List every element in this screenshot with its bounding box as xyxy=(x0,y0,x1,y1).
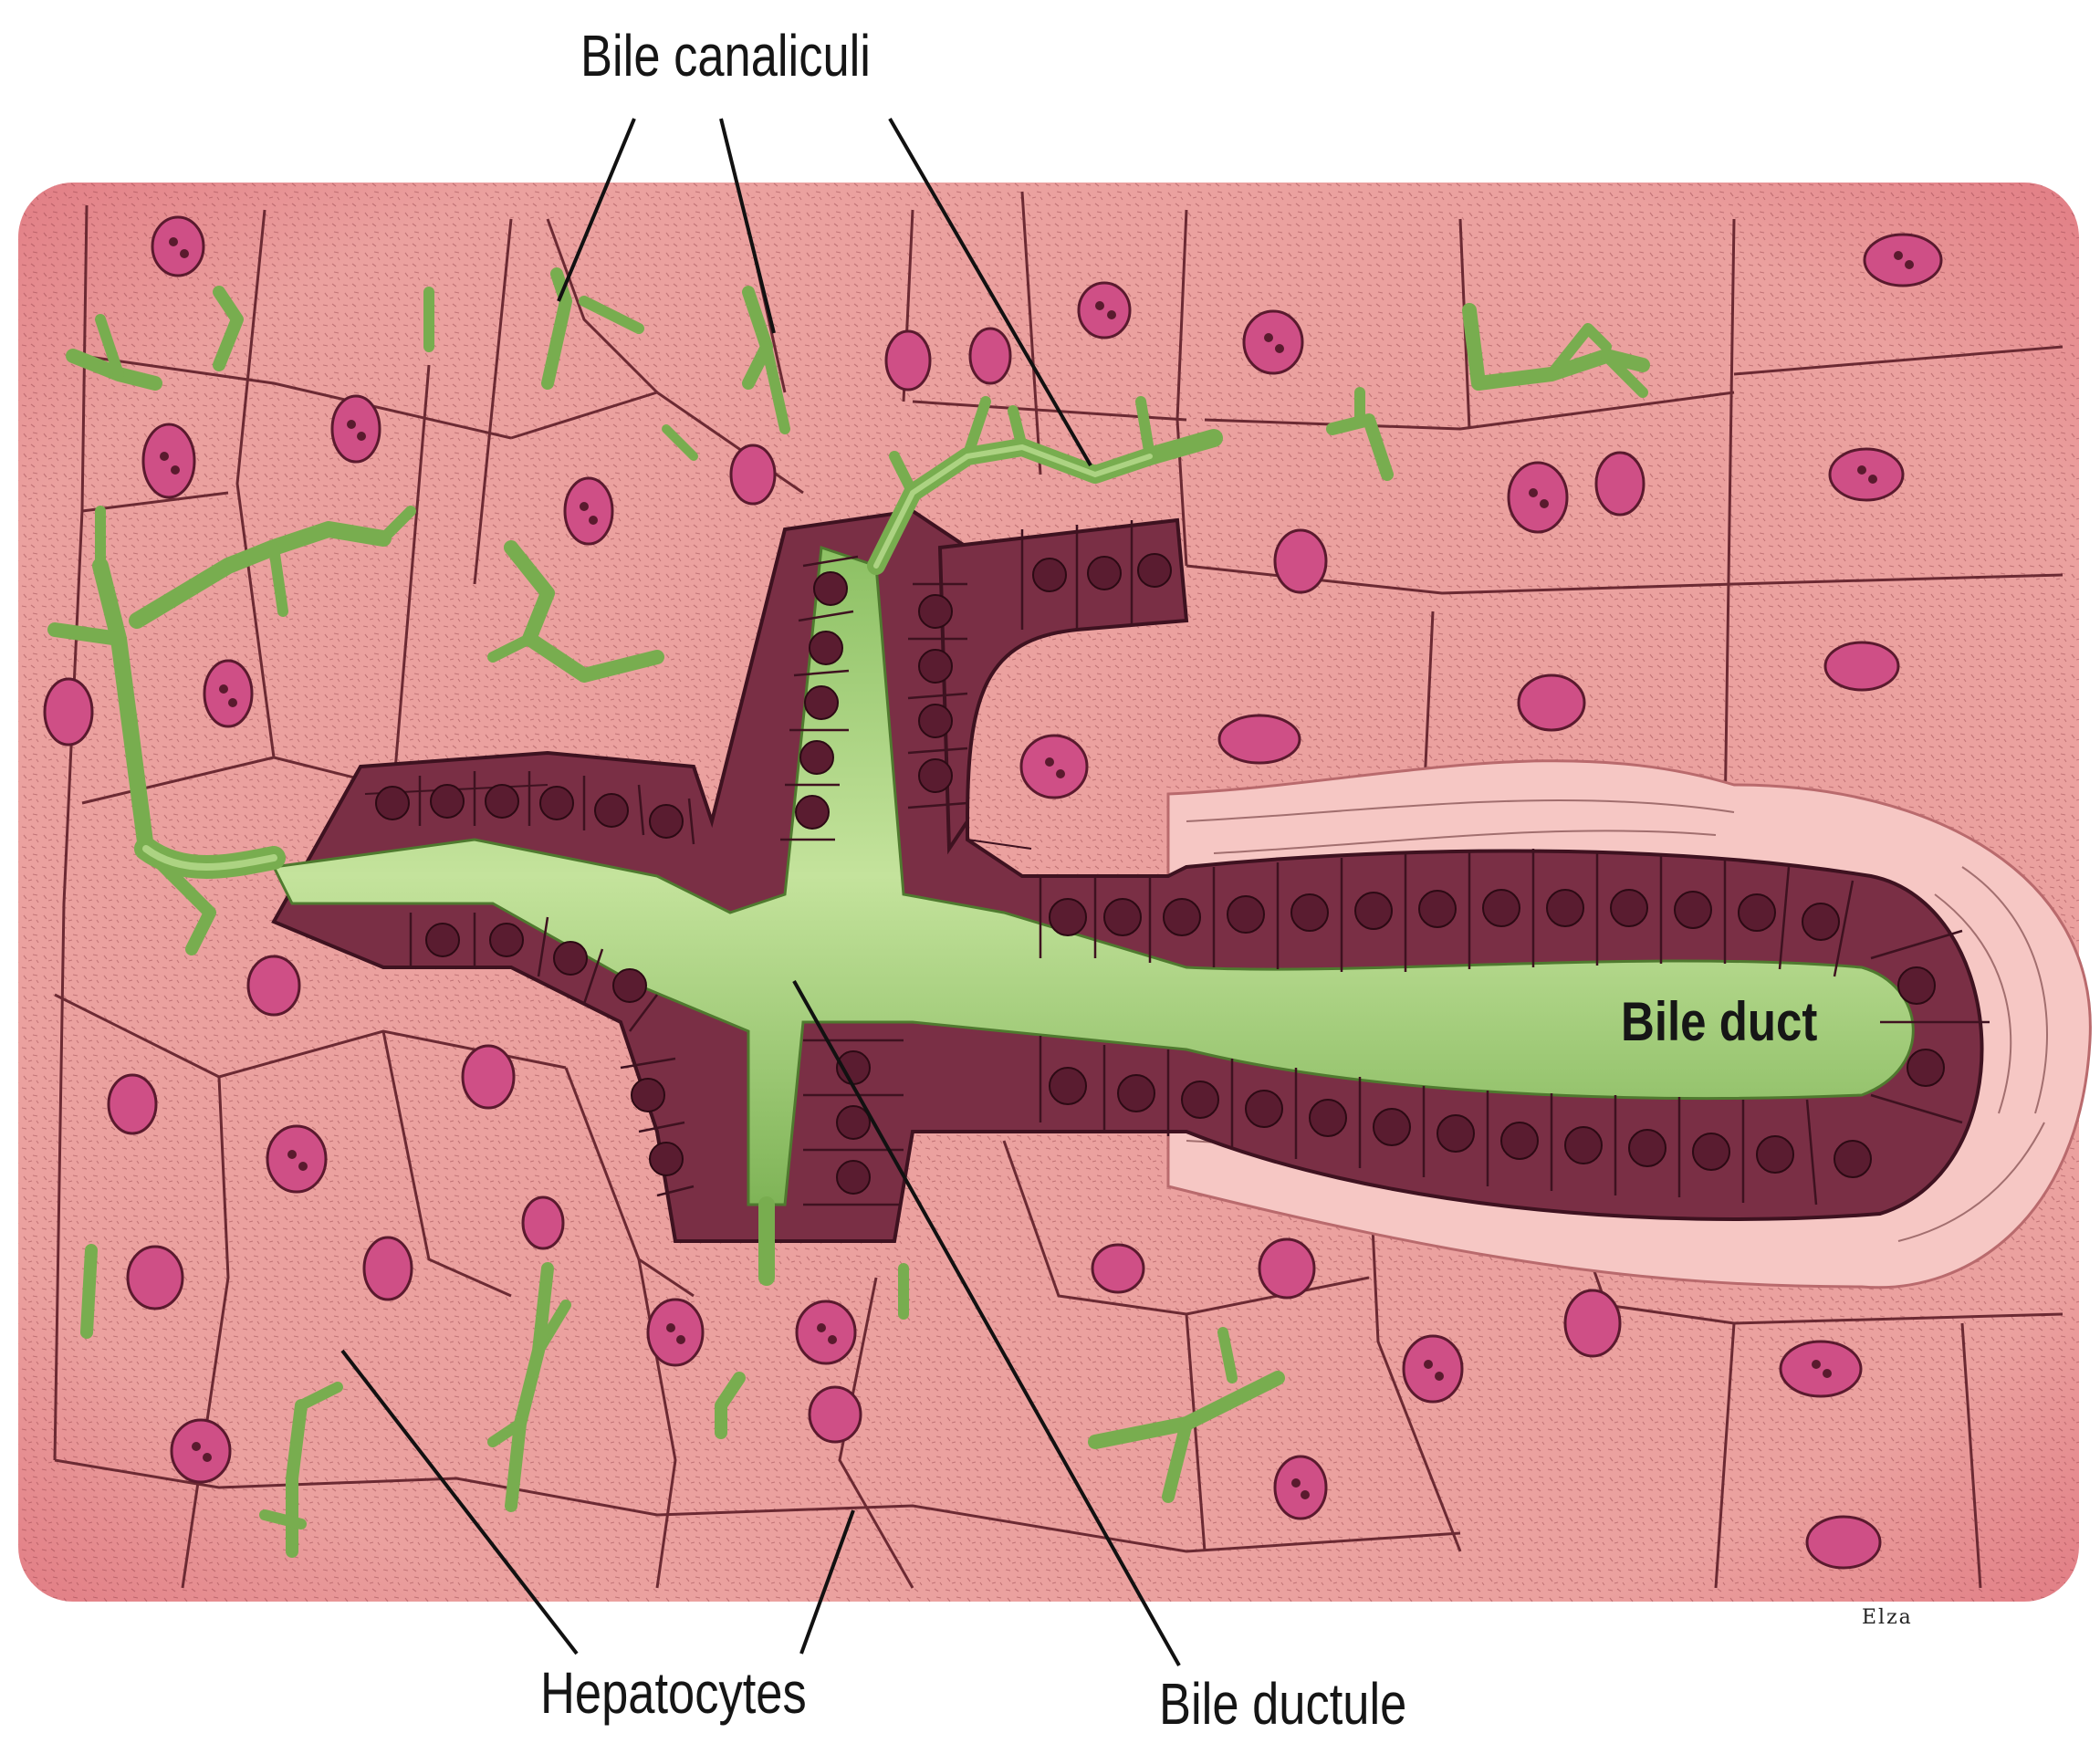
artist-signature: Elza xyxy=(1862,1606,1913,1629)
label-bile-canaliculi: Bile canaliculi xyxy=(580,22,871,89)
label-bile-duct: Bile duct xyxy=(1621,990,1817,1053)
label-bile-ductule: Bile ductule xyxy=(1159,1670,1406,1738)
label-hepatocytes: Hepatocytes xyxy=(540,1659,807,1727)
